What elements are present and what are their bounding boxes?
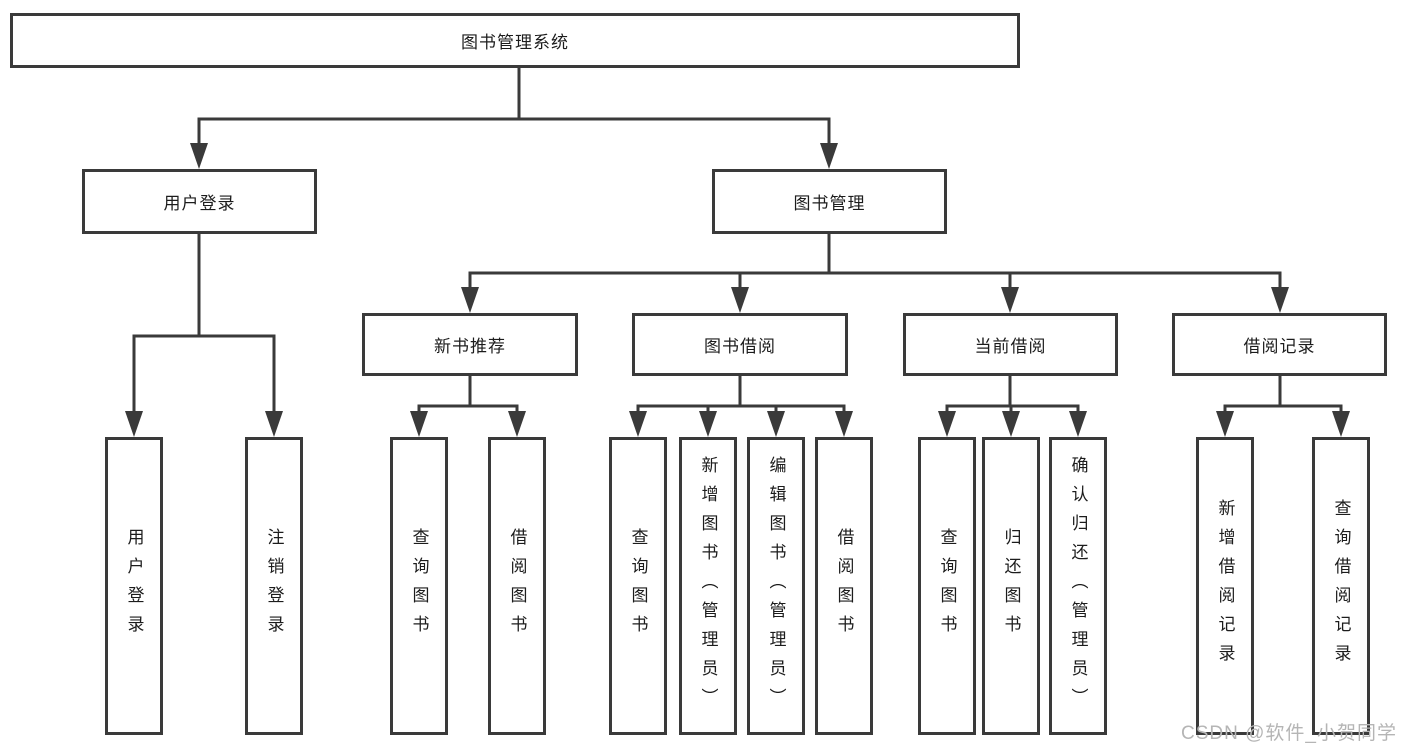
leaf-query-books-current-label: 查询图书 bbox=[937, 528, 957, 644]
leaf-borrow-books-recommend: 借阅图书 bbox=[488, 437, 546, 735]
leaf-add-book-admin-label: 新增图书（管理员） bbox=[698, 455, 718, 717]
leaf-borrow-books-label: 借阅图书 bbox=[834, 528, 854, 644]
leaf-query-borrow-record: 查询借阅记录 bbox=[1312, 437, 1370, 735]
root-node: 图书管理系统 bbox=[10, 13, 1020, 68]
node-book-management-label: 图书管理 bbox=[793, 194, 866, 213]
leaf-query-books-current: 查询图书 bbox=[918, 437, 976, 735]
leaf-edit-book-admin: 编辑图书（管理员） bbox=[747, 437, 805, 735]
leaf-add-borrow-record-label: 新增借阅记录 bbox=[1215, 499, 1235, 673]
leaf-logout: 注销登录 bbox=[245, 437, 303, 735]
leaf-return-book: 归还图书 bbox=[982, 437, 1040, 735]
leaf-query-books-recommend: 查询图书 bbox=[390, 437, 448, 735]
leaf-borrow-books: 借阅图书 bbox=[815, 437, 873, 735]
node-current-borrow-label: 当前借阅 bbox=[974, 337, 1047, 356]
node-user-login-label: 用户登录 bbox=[163, 194, 236, 213]
leaf-edit-book-admin-label: 编辑图书（管理员） bbox=[766, 455, 786, 717]
leaf-return-book-label: 归还图书 bbox=[1001, 528, 1021, 644]
leaf-user-login-label: 用户登录 bbox=[124, 528, 144, 644]
leaf-confirm-return-admin-label: 确认归还（管理员） bbox=[1068, 455, 1088, 717]
leaf-query-borrow-record-label: 查询借阅记录 bbox=[1331, 499, 1351, 673]
root-node-label: 图书管理系统 bbox=[461, 33, 569, 52]
csdn-watermark: CSDN @软件_小贺同学 bbox=[1181, 723, 1397, 744]
leaf-query-books-borrow-label: 查询图书 bbox=[628, 528, 648, 644]
node-borrow-records: 借阅记录 bbox=[1172, 313, 1387, 376]
node-new-book-recommend-label: 新书推荐 bbox=[434, 337, 506, 356]
node-user-login: 用户登录 bbox=[82, 169, 317, 234]
leaf-borrow-books-recommend-label: 借阅图书 bbox=[507, 528, 527, 644]
leaf-add-borrow-record: 新增借阅记录 bbox=[1196, 437, 1254, 735]
node-book-management: 图书管理 bbox=[712, 169, 947, 234]
leaf-logout-label: 注销登录 bbox=[264, 528, 284, 644]
leaf-query-books-recommend-label: 查询图书 bbox=[409, 528, 429, 644]
leaf-user-login: 用户登录 bbox=[105, 437, 163, 735]
leaf-add-book-admin: 新增图书（管理员） bbox=[679, 437, 737, 735]
node-new-book-recommend: 新书推荐 bbox=[362, 313, 578, 376]
node-book-borrow-label: 图书借阅 bbox=[704, 337, 776, 356]
node-borrow-records-label: 借阅记录 bbox=[1243, 337, 1316, 356]
leaf-query-books-borrow: 查询图书 bbox=[609, 437, 667, 735]
leaf-confirm-return-admin: 确认归还（管理员） bbox=[1049, 437, 1107, 735]
node-book-borrow: 图书借阅 bbox=[632, 313, 848, 376]
node-current-borrow: 当前借阅 bbox=[903, 313, 1118, 376]
